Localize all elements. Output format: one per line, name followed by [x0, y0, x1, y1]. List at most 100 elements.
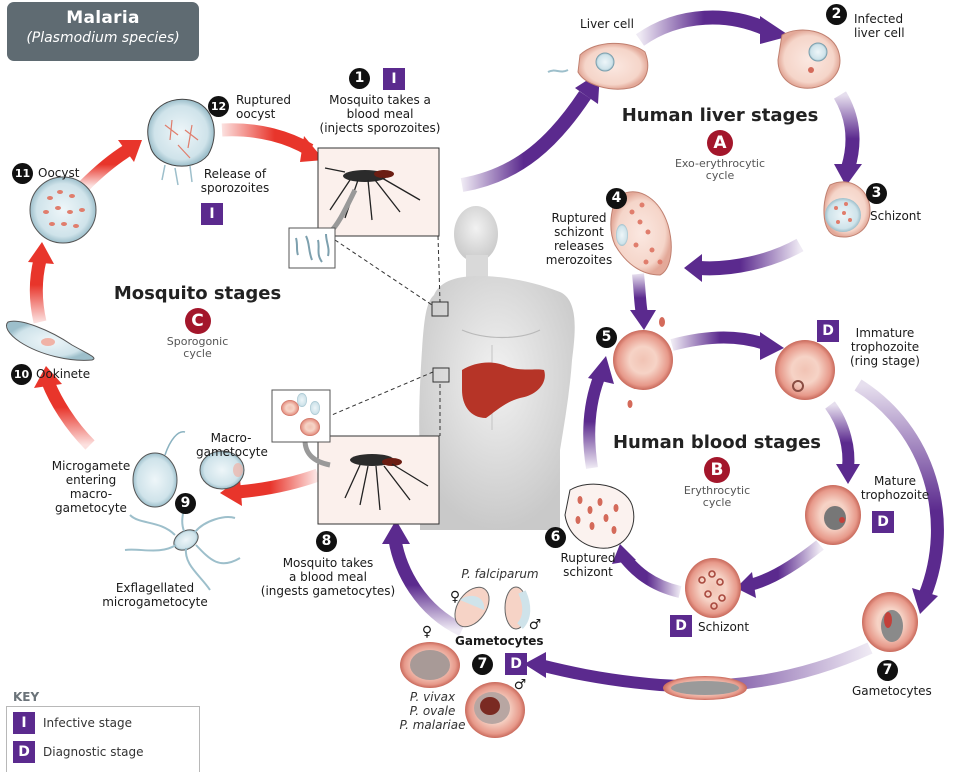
species-list: P. vivax P. ovale P. malariae: [395, 690, 470, 732]
mosquito-bite-panel-top: [317, 147, 440, 237]
blood-cycle-line2: cycle: [702, 496, 732, 509]
ruptured-blood-schizont: [564, 483, 635, 549]
arrow-rbc-to-ring: [670, 331, 784, 360]
micro-enter-line4: gametocyte: [55, 501, 127, 515]
infective-badge-icon: I: [13, 712, 35, 734]
blood-stages-heading: Human blood stages: [612, 432, 822, 453]
species-ovale: P. ovale: [409, 704, 456, 718]
blood-schizont-diagnostic-badge: D: [670, 615, 692, 637]
gametocytes-diagnostic-badge: D: [505, 653, 527, 675]
step-4-line1: Ruptured: [551, 211, 607, 225]
vivax-male-gametocyte: [465, 682, 525, 738]
step-11-label: Oocyst: [38, 166, 80, 180]
step-6-label: Ruptured schizont: [553, 551, 623, 579]
step-12-line1: Ruptured: [236, 93, 292, 107]
step-2-line1: Infected: [854, 12, 904, 26]
liver-stages-group: Human liver stages A Exo-erythrocytic cy…: [620, 105, 820, 182]
step-4-number: 4: [606, 188, 627, 209]
oocyst: [29, 176, 97, 244]
arrow-schizont-to-ruptured: [684, 238, 804, 282]
mature-line1: Mature: [873, 474, 917, 488]
step-7-left-number: 7: [472, 654, 493, 675]
arrow-ookinete-to-oocyst: [28, 242, 54, 324]
step-7-right-number: 7: [877, 660, 898, 681]
liver-stages-heading: Human liver stages: [621, 105, 819, 126]
step-3-number: 3: [866, 183, 887, 204]
cycle-letter-b: B: [704, 457, 730, 483]
arrow-liver-to-infected: [635, 10, 790, 46]
arrow-bite-to-liver: [460, 72, 600, 192]
infected-liver-cell: [777, 29, 841, 89]
macrogametocyte-with-microgamete: [132, 431, 186, 508]
callout-lines: [319, 235, 441, 436]
arrow-ring-to-gametocyte: [854, 379, 944, 614]
step-6-line1: Ruptured: [560, 551, 616, 565]
male-symbol-falciparum: ♂: [528, 617, 542, 633]
macrogametocyte: [199, 450, 245, 490]
diagram-subtitle: (Plasmodium species): [26, 30, 180, 46]
arrow-merozoites-to-rbc: [630, 273, 656, 330]
step-2-line2: liver cell: [854, 26, 905, 40]
rbc-stage5: [613, 317, 673, 408]
inset-marker-blood: [432, 367, 450, 383]
step-5-number: 5: [596, 327, 617, 348]
human-figure: [419, 206, 575, 530]
immature-trophozoite-diagnostic-badge: D: [817, 320, 839, 342]
step-4-label: Ruptured schizont releases merozoites: [544, 211, 614, 267]
step-3-label: Schizont: [870, 209, 922, 223]
falciparum-label: P. falciparum: [461, 567, 539, 581]
micro-enter-line2: entering: [65, 473, 117, 487]
key-heading: KEY: [13, 690, 40, 704]
mature-trophozoite-label: Mature trophozoite: [855, 474, 935, 502]
mosquito-stages-heading: Mosquito stages: [113, 283, 282, 304]
gametocyte-inset: [271, 389, 331, 443]
step-8-number: 8: [316, 531, 337, 552]
mature-line2: trophozoite: [860, 488, 930, 502]
key-legend: I Infective stage D Diagnostic stage: [6, 706, 200, 772]
step-2-number: 2: [826, 4, 847, 25]
liver-cell: [547, 42, 649, 90]
gametocyte-rbc-right: [862, 592, 918, 652]
liver-cell-label: Liver cell: [580, 17, 634, 31]
immature-trophozoite-label: Immature trophozoite (ring stage): [840, 326, 930, 368]
mature-trophozoite-rbc: [805, 485, 861, 545]
step-1-label: Mosquito takes a blood meal (injects spo…: [315, 93, 445, 135]
immature-line2: trophozoite: [850, 340, 920, 354]
key-item-infective-text: Infective stage: [43, 716, 132, 730]
arrow-mosquito-to-gametes: [220, 468, 321, 506]
mosquito-bite-panel-bottom: [302, 435, 440, 525]
diagram-title-box: Malaria (Plasmodium species): [7, 2, 199, 61]
step-4-line4: merozoites: [545, 253, 613, 267]
step-1-infective-badge: I: [383, 68, 405, 90]
step-8-label: Mosquito takes a blood meal (ingests gam…: [258, 556, 398, 598]
step-4-line3: releases: [553, 239, 604, 253]
female-symbol-falciparum: ♀: [449, 589, 461, 605]
arrow-mature-to-schizont: [736, 540, 824, 598]
gametocyte-elongated: [663, 676, 747, 700]
release-sporozoites-label: Release of sporozoites: [200, 167, 270, 195]
mosquito-cycle-line1: Sporogonic: [166, 335, 229, 348]
diagnostic-badge-icon: D: [13, 741, 35, 763]
arrow-schizont-to-ruptured-blood: [612, 544, 682, 598]
step-12-number: 12: [208, 96, 229, 117]
micro-enter-line1: Microgamete: [51, 459, 131, 473]
species-vivax: P. vivax: [409, 690, 456, 704]
ring-stage-rbc: [775, 340, 835, 400]
key-item-infective: I Infective stage: [13, 710, 199, 736]
ookinete: [6, 320, 95, 361]
key-item-diagnostic-text: Diagnostic stage: [43, 745, 144, 759]
arrow-ring-to-mature: [825, 401, 860, 484]
sporozoite-inset: [288, 227, 336, 269]
macrogametocyte-label: Macro- gametocyte: [196, 431, 268, 459]
step-12-line2: oocyst: [236, 107, 276, 121]
exflagellated-label: Exflagellated microgametocyte: [100, 581, 210, 609]
arrow-infected-to-schizont: [833, 91, 862, 186]
step-8-line2: a blood meal: [289, 570, 367, 584]
exflag-line1: Exflagellated: [115, 581, 195, 595]
step-1-line3: (injects sporozoites): [319, 121, 441, 135]
step-9-number: 9: [175, 493, 196, 514]
liver-schizont: [823, 181, 871, 238]
immature-line3: (ring stage): [850, 354, 920, 368]
step-6-number: 6: [545, 527, 566, 548]
